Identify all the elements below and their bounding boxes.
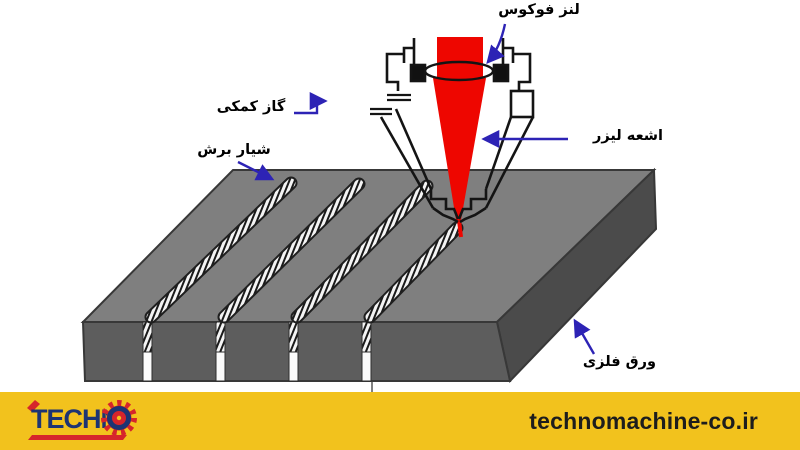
lens-holder-right	[492, 63, 510, 83]
techno-logo: TECHN	[27, 400, 137, 440]
label-metal-sheet: ورق فلزی	[582, 354, 656, 370]
diagram-canvas	[80, 23, 658, 392]
groove-2	[217, 177, 366, 324]
laser-spark	[457, 219, 463, 238]
laser-beam	[433, 37, 486, 238]
lens-holder-left	[409, 63, 427, 83]
arrow-assist-gas	[294, 92, 328, 115]
metal-sheet	[80, 167, 658, 392]
focus-lens	[423, 60, 495, 82]
website-url: technomachine-co.ir	[529, 408, 758, 434]
label-assist-gas: گاز کمکی	[216, 99, 286, 115]
cut-grooves	[144, 176, 464, 324]
gear-icon	[101, 400, 137, 436]
label-laser-beam: اشعه لیزر	[593, 128, 663, 144]
label-focus-lens: لنز فوکوس	[498, 2, 580, 18]
arrow-focus-lens	[486, 23, 507, 65]
groove-1	[144, 176, 298, 324]
footer-bar: TECHN technomachine-co.ir	[0, 392, 800, 450]
groove-3	[290, 179, 434, 324]
cutting-head-nozzle	[370, 38, 535, 224]
nozzle-right-arm	[484, 116, 535, 209]
arrow-cut-groove	[237, 160, 275, 181]
front-kerf-gaps	[142, 321, 372, 382]
arrow-metal-sheet	[573, 318, 596, 355]
annotation-arrows	[237, 23, 596, 355]
groove-4-in-progress	[363, 221, 464, 324]
logo-t-serif	[27, 400, 40, 412]
logo-underline	[28, 435, 127, 440]
nozzle-left-arm	[379, 116, 435, 209]
label-cut-groove: شیار برش	[197, 142, 271, 158]
